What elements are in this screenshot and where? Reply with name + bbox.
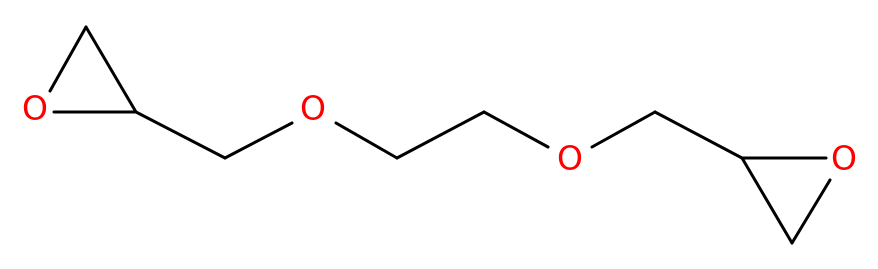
oxygen-atom-ether-2: O [557,139,583,178]
bond-ring2-o-cbottom [790,178,832,245]
bond-ch2-o2 [223,121,294,160]
bond-ring1-o-ctop [48,25,88,93]
bond-ch2-ring2 [653,110,744,160]
bond-ring1-ch2 [134,110,227,160]
bond-ch2-o3 [482,110,550,149]
oxygen-atom-right-ring: O [831,139,857,178]
bond-o3-ch2 [590,110,657,149]
bond-ring2-cleft-cbottom [740,156,794,245]
oxygen-atom-left-ring: O [22,89,48,128]
bond-ch2-ch2 [395,110,486,160]
bond-ring1-ctop-cright [84,25,138,114]
oxygen-atom-ether-1: O [300,89,326,128]
bond-o2-ch2 [334,121,399,160]
